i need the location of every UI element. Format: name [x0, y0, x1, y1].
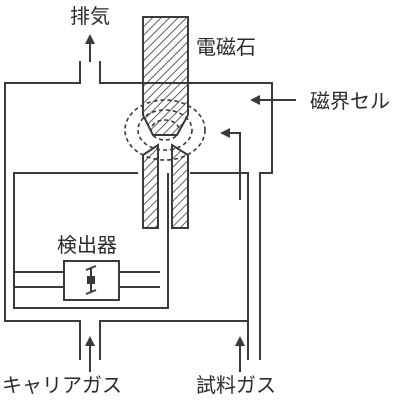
outer-wall [4, 61, 81, 360]
sample-channel-inner [190, 172, 249, 360]
detector-box [63, 260, 120, 301]
flow-arrows [85, 34, 296, 372]
sample-channel-outer [259, 83, 273, 360]
electromagnet-upper [142, 16, 189, 136]
detector-label: 検出器 [57, 233, 117, 257]
bottom-line [99, 320, 248, 360]
electromagnet-lower-right [171, 143, 189, 229]
electromagnet-lower-left [142, 143, 159, 229]
magnetic-cell-label: 磁界セル [310, 89, 390, 113]
exhaust-label: 排気 [70, 4, 110, 28]
sample-inlet-arrow [220, 128, 241, 200]
magnetic-field [124, 99, 206, 161]
electromagnet-label: 電磁石 [196, 35, 256, 59]
sample-gas-label: 試料ガス [196, 373, 276, 397]
inner-loop [13, 172, 169, 309]
carrier-gas-label: キャリアガス [2, 373, 122, 397]
